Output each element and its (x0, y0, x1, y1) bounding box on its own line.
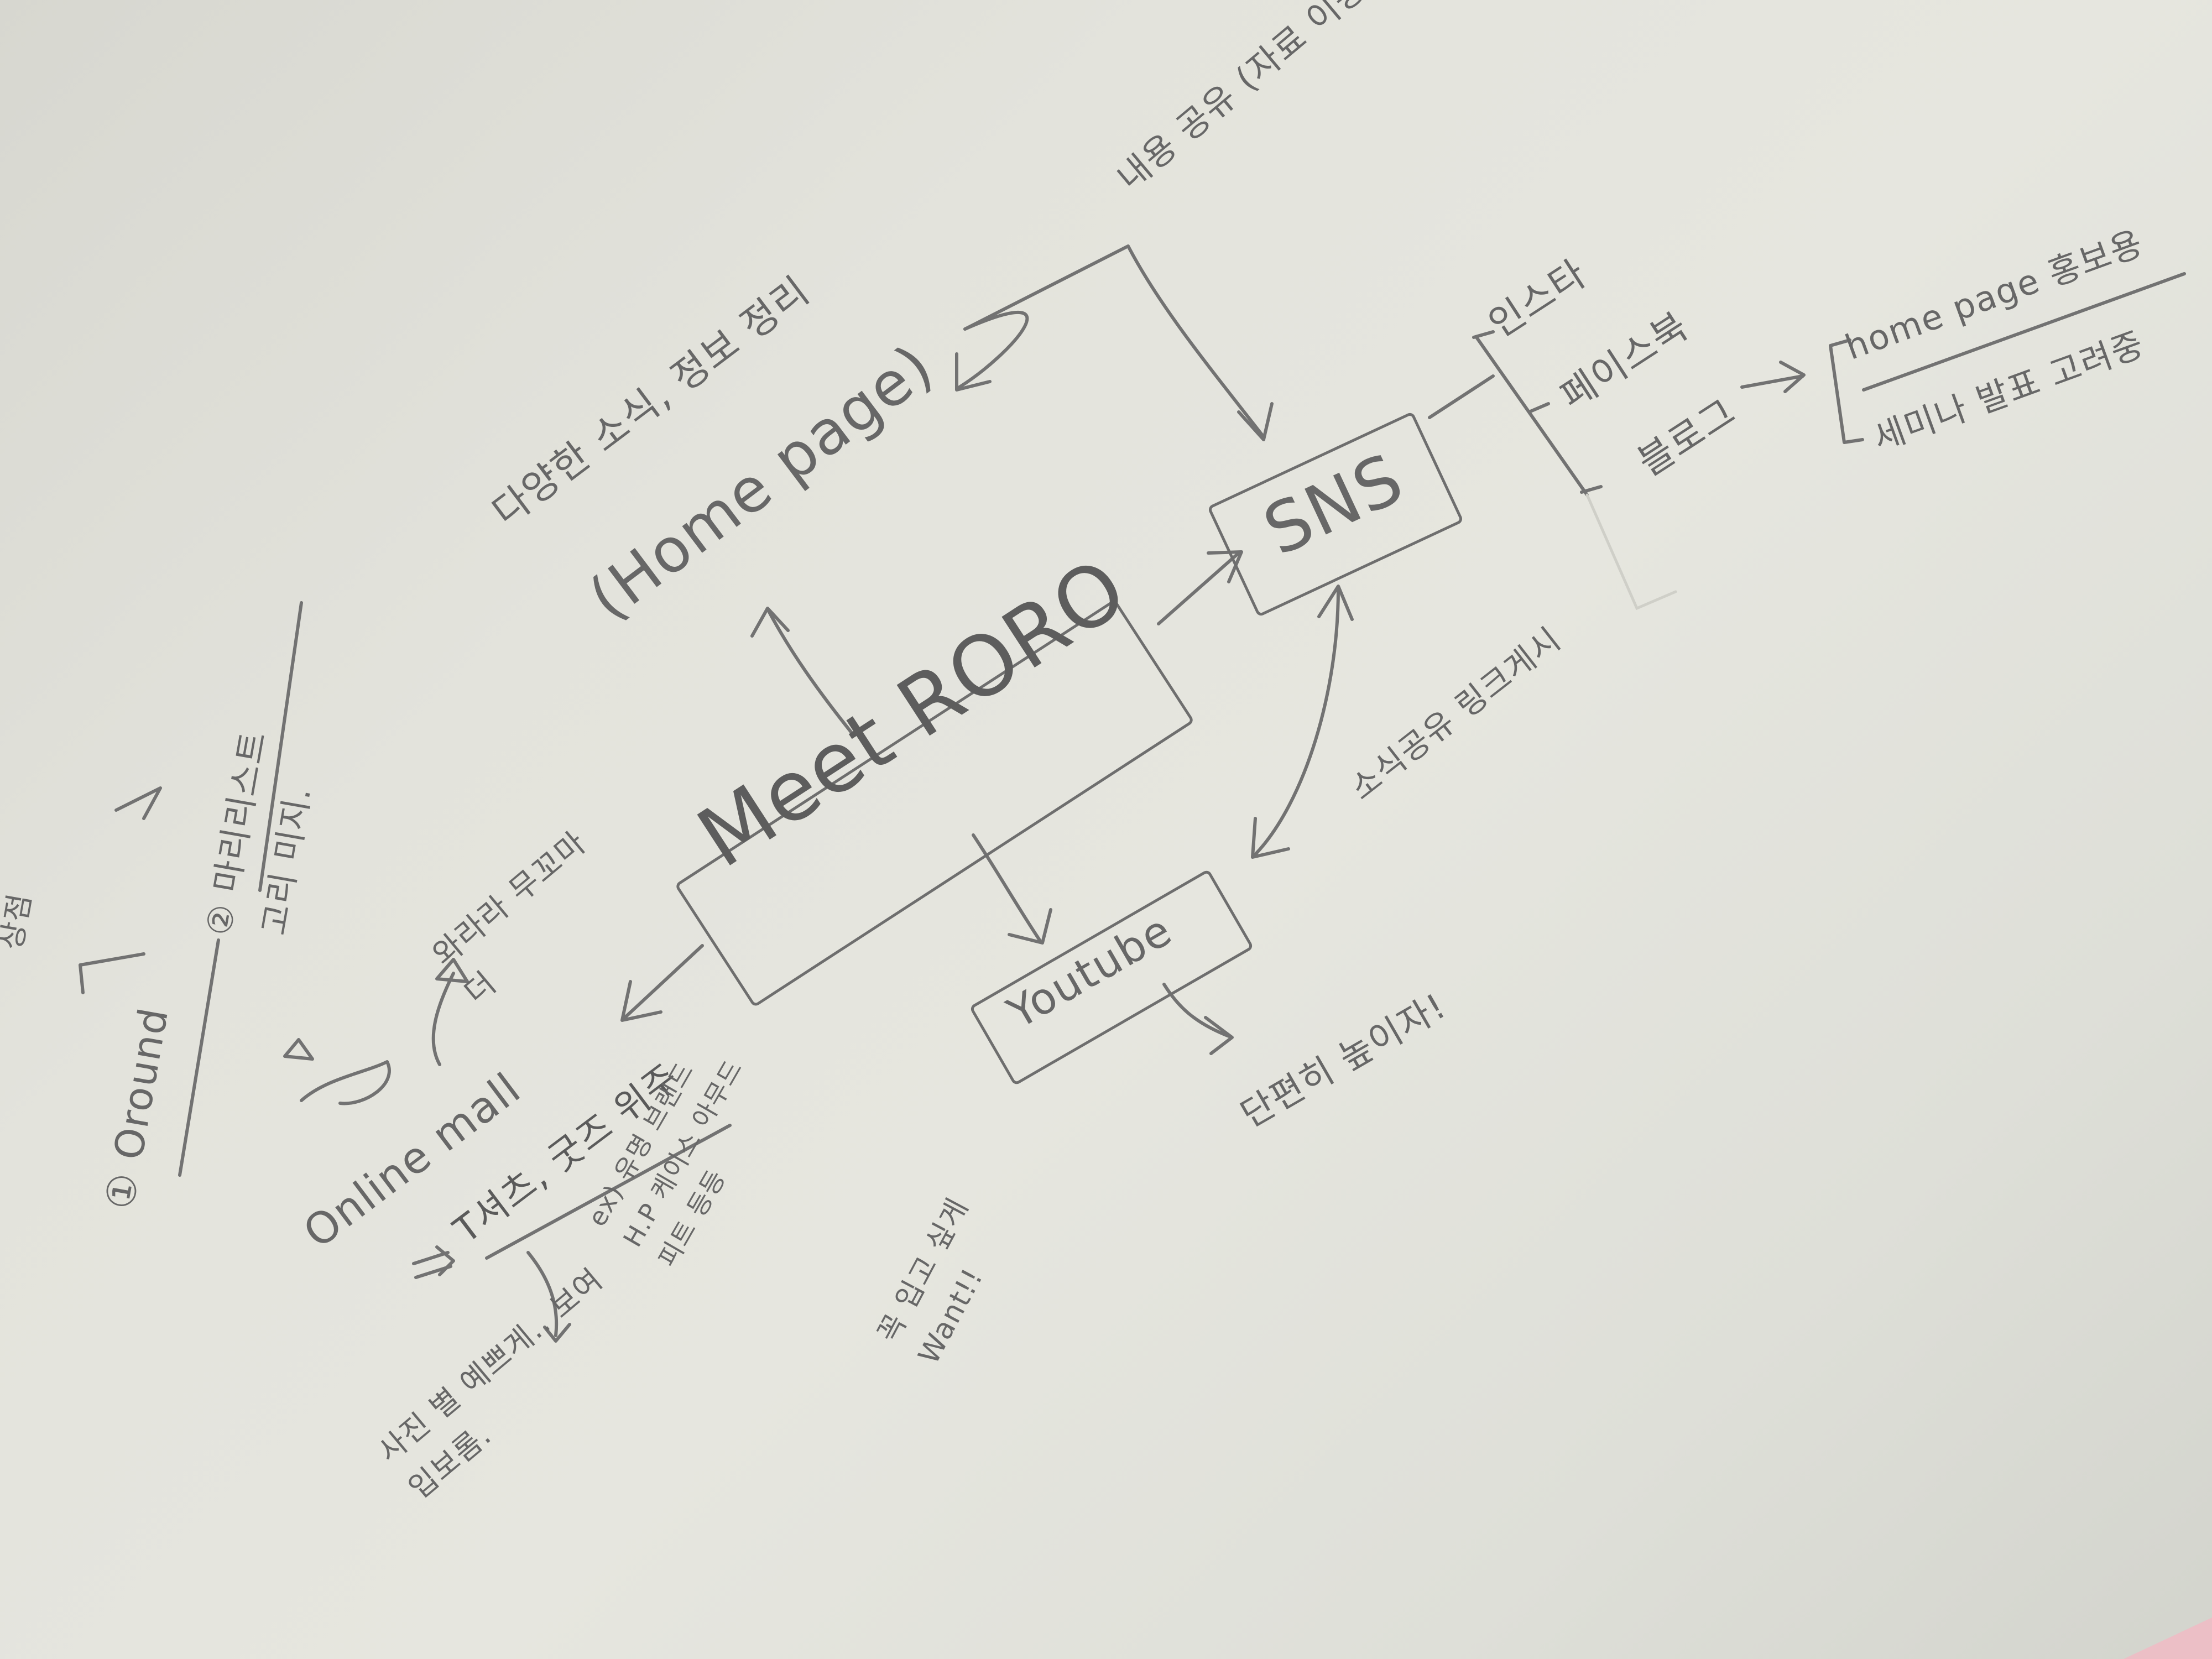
arrow-blog-notes (1740, 374, 1804, 389)
arrowhead-icon (750, 607, 790, 638)
arrowhead-icon (1207, 550, 1243, 583)
arrowhead-icon (1204, 1016, 1234, 1055)
arrowhead-icon (955, 352, 992, 392)
arrowhead-icon (1317, 585, 1354, 621)
sns-bracket (1475, 336, 1589, 497)
arrowhead-icon (435, 958, 469, 983)
bracket-tick (1472, 330, 1603, 494)
arrow-note-split (963, 244, 1265, 439)
arrowhead-icon (1779, 361, 1806, 393)
arrow-center-to-homepage (767, 609, 853, 734)
arrowhead-icon (283, 1038, 314, 1061)
notes-bracket (1829, 338, 1864, 444)
arrow-center-to-sns (1157, 551, 1240, 625)
underline-main (485, 1124, 732, 1260)
arrowhead-icon (1251, 817, 1290, 859)
arrowhead-icon (1237, 402, 1274, 441)
divider-line (1862, 272, 2186, 392)
arrow-mall-sub (526, 1251, 559, 1337)
underline-maristi (258, 601, 303, 892)
arrow-youtube-note (1162, 983, 1232, 1039)
offline-bracket (79, 786, 162, 994)
arrowhead-icon (543, 1323, 571, 1343)
double-arrow (412, 1245, 455, 1279)
underline-oround (178, 938, 220, 1177)
arrow-center-to-mall (623, 944, 704, 1019)
arrow-center-to-youtube (972, 833, 1041, 942)
arrowhead-icon (1008, 908, 1052, 945)
sns-connector (1428, 374, 1495, 419)
arrowhead-icon (620, 980, 662, 1022)
arrow-to-homepage (958, 311, 1029, 389)
arrow-sns-youtube (1254, 587, 1340, 856)
faint-bracket (1585, 493, 1677, 611)
squiggle-arrow (300, 1060, 391, 1105)
arrow-mall-price (431, 972, 455, 1066)
